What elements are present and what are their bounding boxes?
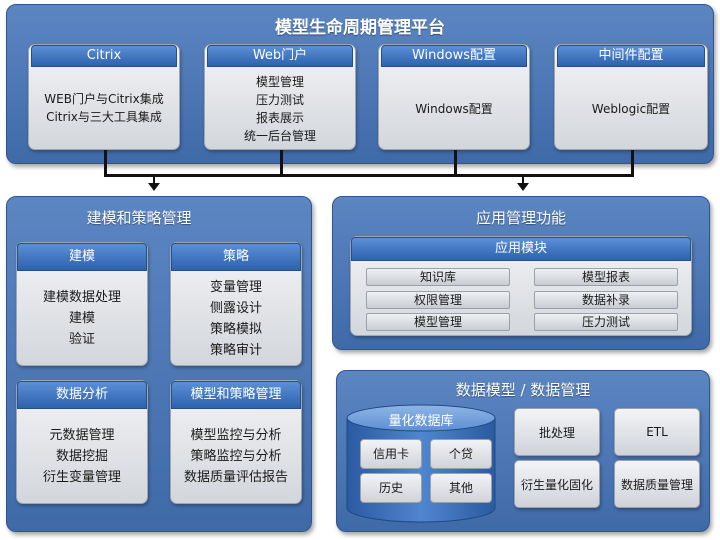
app-title: 应用管理功能 xyxy=(475,209,566,227)
arrow-down-icon xyxy=(517,183,529,191)
data-tile-etl: ETL xyxy=(614,408,700,456)
strategy-item: 建模数据处理 xyxy=(42,289,121,305)
app-item-knowledge-base: 知识库 xyxy=(366,268,510,286)
connector-drop-citrix xyxy=(104,150,107,176)
strategy-item: 数据质量评估报告 xyxy=(183,469,288,485)
strategy-item: 策略审计 xyxy=(209,343,262,358)
strategy-item: 策略模拟 xyxy=(209,322,262,337)
module-body-citrix: WEB门户与Citrix集成 Citrix与三大工具集成 xyxy=(29,67,179,149)
module-body-web-portal: 模型管理 压力测试 报表展示 统一后台管理 xyxy=(205,69,355,149)
connector-drop-web xyxy=(280,150,283,176)
database-label: 量化数据库 xyxy=(388,414,454,429)
strategy-item: 元数据管理 xyxy=(49,427,115,443)
module-item: 模型管理 xyxy=(255,75,304,89)
module-header-windows: Windows配置 xyxy=(381,45,527,67)
module-item: Windows配置 xyxy=(415,101,493,116)
module-card-middleware: 中间件配置 Weblogic配置 xyxy=(554,44,708,150)
db-item-personal-loan: 个贷 xyxy=(430,439,492,469)
data-tile-data-quality: 数据质量管理 xyxy=(614,460,700,508)
strategy-card-modeling: 建模 建模数据处理 建模 验证 xyxy=(16,242,148,366)
app-item-permission: 权限管理 xyxy=(366,291,510,309)
connector-bus xyxy=(104,174,634,177)
strategy-header-model-strategy: 模型和策略管理 xyxy=(171,381,301,409)
strategy-item: 验证 xyxy=(68,331,95,347)
module-body-middleware: Weblogic配置 xyxy=(555,67,707,149)
strategy-item: 建模 xyxy=(68,310,95,326)
strategy-item: 策略监控与分析 xyxy=(190,448,282,464)
module-header-citrix: Citrix xyxy=(31,45,177,67)
data-tile-batch: 批处理 xyxy=(514,408,600,456)
module-header-middleware: 中间件配置 xyxy=(557,45,705,67)
strategy-card-strategy: 策略 变量管理 侧露设计 策略模拟 策略审计 xyxy=(170,242,302,366)
db-item-credit-card: 信用卡 xyxy=(360,439,422,469)
module-item: 压力测试 xyxy=(255,93,304,107)
app-item-model-report: 模型报表 xyxy=(534,268,678,286)
app-item-data-entry: 数据补录 xyxy=(534,291,678,309)
strategy-item: 衍生变量管理 xyxy=(42,469,121,485)
strategy-body-data-analysis: 元数据管理 数据挖掘 衍生变量管理 xyxy=(17,409,147,503)
strategy-item: 模型监控与分析 xyxy=(190,427,282,443)
strategy-item: 侧露设计 xyxy=(209,301,262,316)
app-module-header: 应用模块 xyxy=(351,237,691,261)
strategy-header-data-analysis: 数据分析 xyxy=(17,381,147,409)
strategy-body-strategy: 变量管理 侧露设计 策略模拟 策略审计 xyxy=(171,273,301,365)
strategy-header-modeling: 建模 xyxy=(17,243,147,271)
data-title: 数据模型 / 数据管理 xyxy=(455,381,591,399)
strategy-body-model-strategy: 模型监控与分析 策略监控与分析 数据质量评估报告 xyxy=(171,409,301,503)
data-tile-derived-quant: 衍生量化固化 xyxy=(514,460,600,508)
module-item: 报表展示 xyxy=(255,111,304,125)
connector-stem-left xyxy=(153,176,155,184)
modeling-title: 建模和策略管理 xyxy=(86,209,192,227)
db-item-other: 其他 xyxy=(430,473,492,503)
module-item: Citrix与三大工具集成 xyxy=(46,110,162,124)
app-item-model-management: 模型管理 xyxy=(366,313,510,331)
module-card-windows: Windows配置 Windows配置 xyxy=(378,44,530,150)
module-item: Weblogic配置 xyxy=(591,101,671,116)
module-card-citrix: Citrix WEB门户与Citrix集成 Citrix与三大工具集成 xyxy=(28,44,180,150)
module-item: WEB门户与Citrix集成 xyxy=(44,92,164,106)
arrow-down-icon xyxy=(148,183,160,191)
module-header-web-portal: Web门户 xyxy=(207,45,353,67)
strategy-card-data-analysis: 数据分析 元数据管理 数据挖掘 衍生变量管理 xyxy=(16,380,148,504)
connector-stem-right xyxy=(522,176,524,184)
module-body-windows: Windows配置 xyxy=(379,67,529,149)
connector-drop-windows xyxy=(454,150,457,176)
strategy-card-model-strategy: 模型和策略管理 模型监控与分析 策略监控与分析 数据质量评估报告 xyxy=(170,380,302,504)
app-item-stress-test: 压力测试 xyxy=(534,313,678,331)
connector-drop-middleware xyxy=(631,150,634,176)
strategy-body-modeling: 建模数据处理 建模 验证 xyxy=(17,271,147,365)
platform-title: 模型生命周期管理平台 xyxy=(275,18,445,38)
strategy-item: 变量管理 xyxy=(209,280,262,295)
module-item: 统一后台管理 xyxy=(243,129,316,143)
strategy-header-strategy: 策略 xyxy=(171,243,301,271)
module-card-web-portal: Web门户 模型管理 压力测试 报表展示 统一后台管理 xyxy=(204,44,356,150)
strategy-item: 数据挖掘 xyxy=(55,448,108,464)
db-item-history: 历史 xyxy=(360,473,422,503)
